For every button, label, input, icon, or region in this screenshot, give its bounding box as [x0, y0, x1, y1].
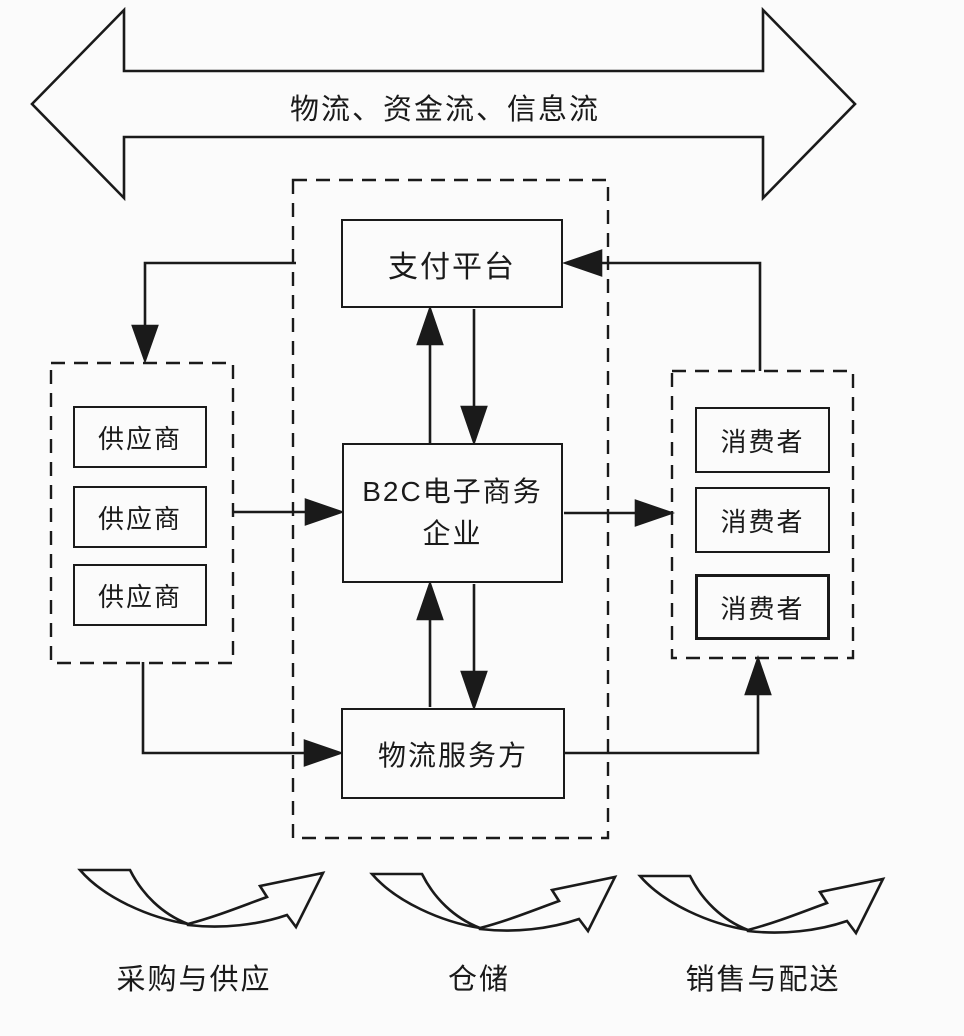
payment-platform-node: 支付平台: [341, 219, 563, 308]
swoosh-arrow-procurement: [77, 868, 326, 930]
connector-logistics-to-consumers: [564, 654, 772, 755]
connector-payment-to-suppliers: [131, 261, 296, 364]
supplier-label: 供应商: [97, 581, 182, 612]
connector-b2c-to-consumers: [564, 499, 676, 527]
connector-suppliers-to-logistics: [141, 662, 345, 767]
suppliers-dashed-region: [49, 361, 235, 665]
connector-b2c-to-logistics-down: [460, 584, 488, 712]
connector-logistics-to-b2c-up: [416, 579, 444, 707]
swoosh-arrow-distribution: [637, 874, 886, 936]
top-flow-arrow-label: 物流、资金流、信息流: [289, 94, 600, 126]
consumers-dashed-region: [670, 369, 855, 660]
consumer-label: 消费者: [720, 426, 805, 457]
swoosh-arrow-warehousing: [369, 872, 618, 934]
center-dashed-region: [291, 178, 610, 840]
payment-platform-label: 支付平台: [388, 250, 516, 284]
b2c-enterprise-node: B2C电子商务 企业: [342, 443, 563, 583]
consumer-label: 消费者: [720, 593, 805, 624]
process-label-sales-distribution: 销售与配送: [685, 964, 841, 996]
logistics-provider-node: 物流服务方: [341, 708, 565, 799]
logistics-provider-label: 物流服务方: [377, 739, 528, 771]
connector-payment-to-b2c-down: [460, 309, 488, 447]
connector-suppliers-to-b2c: [234, 498, 346, 526]
consumer-label: 消费者: [720, 506, 805, 537]
consumer-node: 消费者: [695, 574, 830, 640]
top-flow-double-arrow-shape: [30, 6, 857, 202]
b2c-enterprise-label-line1: B2C电子商务: [362, 476, 543, 507]
consumer-node: 消费者: [695, 407, 830, 473]
supplier-node: 供应商: [73, 406, 207, 468]
supplier-label: 供应商: [97, 423, 182, 454]
supplier-node: 供应商: [73, 486, 207, 548]
connector-b2c-to-payment-up: [416, 304, 444, 443]
supplier-node: 供应商: [73, 564, 207, 626]
connector-consumers-to-payment: [561, 249, 762, 371]
process-label-procurement-supply: 采购与供应: [116, 964, 272, 996]
supplier-label: 供应商: [97, 503, 182, 534]
consumer-node: 消费者: [695, 487, 830, 553]
b2c-enterprise-label-line2: 企业: [422, 518, 483, 549]
process-label-warehousing: 仓储: [447, 964, 510, 996]
